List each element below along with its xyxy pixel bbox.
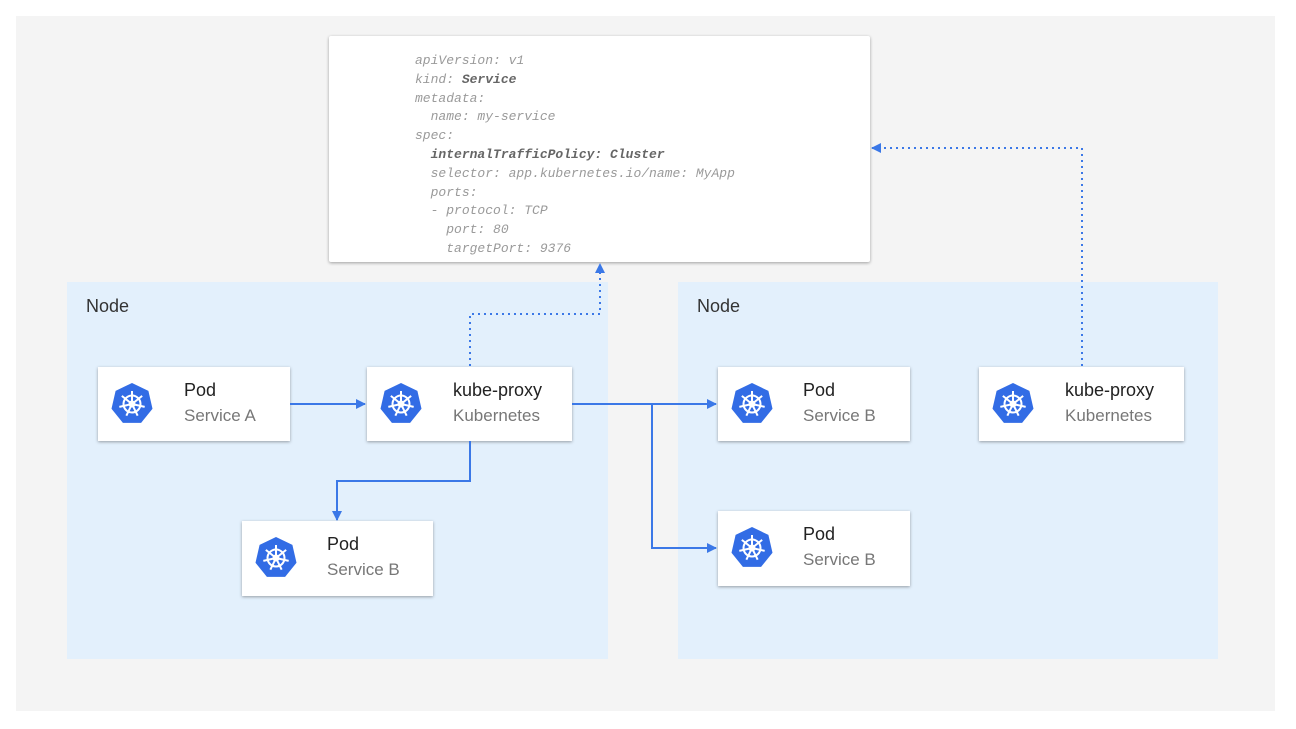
yaml-value: Cluster xyxy=(602,146,665,162)
yaml-value: my-service xyxy=(469,109,556,125)
card-title: Pod xyxy=(803,380,836,400)
yaml-key: selector: xyxy=(430,165,501,181)
arrow-kube-proxy-to-pod-b-right2 xyxy=(651,404,717,553)
arrow-kube-proxy-to-pod-b-left xyxy=(332,441,471,521)
yaml-line: ports: xyxy=(415,184,735,203)
yaml-line: spec: xyxy=(415,127,735,146)
card-subtitle: Kubernetes xyxy=(1065,406,1152,425)
yaml-line: port: 80 xyxy=(415,221,735,240)
yaml-key: name: xyxy=(430,109,470,125)
card-title: kube-proxy xyxy=(453,380,543,400)
yaml-key: - protocol: xyxy=(430,203,517,219)
yaml-line: name: my-service xyxy=(415,108,735,127)
yaml-key: metadata: xyxy=(415,90,486,106)
dotted-arrow-right-proxy-to-service xyxy=(871,143,1083,366)
yaml-value: v1 xyxy=(500,53,525,68)
yaml-line: targetPort: 9376 xyxy=(415,240,735,259)
yaml-line: metadata: xyxy=(415,90,735,109)
yaml-value: app.kubernetes.io/name: MyApp xyxy=(500,165,735,181)
yaml-value: Service xyxy=(454,71,517,87)
yaml-key: apiVersion: xyxy=(415,53,501,68)
yaml-value: 80 xyxy=(485,222,509,238)
node-left: Node xyxy=(67,282,608,659)
card-title: Pod xyxy=(327,534,360,554)
yaml-key: spec: xyxy=(415,128,455,144)
yaml-line: internalTrafficPolicy: Cluster xyxy=(415,146,735,165)
card-title: Pod xyxy=(803,524,836,544)
card-subtitle: Service B xyxy=(327,560,400,579)
yaml-key: internalTrafficPolicy: xyxy=(430,146,603,162)
yaml-line: kind: Service xyxy=(415,71,735,90)
card-subtitle: Service A xyxy=(184,406,256,425)
yaml-key: ports: xyxy=(430,184,478,200)
yaml-line: - protocol: TCP xyxy=(415,202,735,221)
card-title: kube-proxy xyxy=(1065,380,1155,400)
yaml-value: 9376 xyxy=(532,240,572,256)
card-subtitle: Service B xyxy=(803,550,876,569)
card-subtitle: Service B xyxy=(803,406,876,425)
node-label: Node xyxy=(86,296,130,316)
yaml-line: selector: app.kubernetes.io/name: MyApp xyxy=(415,165,735,184)
card-title: Pod xyxy=(184,380,217,400)
yaml-key: port: xyxy=(446,222,486,238)
card-subtitle: Kubernetes xyxy=(453,406,540,425)
node-label: Node xyxy=(697,296,741,316)
yaml-key: targetPort: xyxy=(446,240,533,256)
yaml-value: TCP xyxy=(516,203,548,219)
yaml-key: kind: xyxy=(415,71,455,87)
node-right: Node xyxy=(678,282,1218,659)
dotted-arrow-left-proxy-to-service xyxy=(469,263,605,366)
yaml-line: apiVersion: v1 xyxy=(415,52,735,71)
